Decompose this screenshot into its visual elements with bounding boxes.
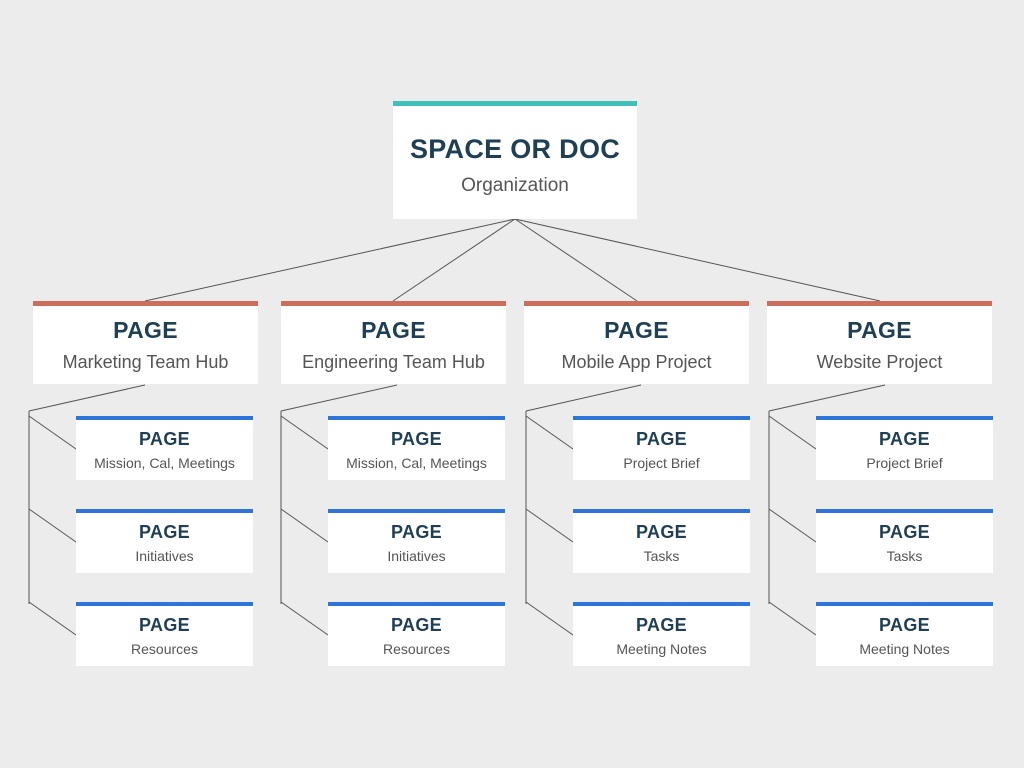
connector-line	[28, 508, 77, 543]
connector-line	[392, 218, 516, 302]
connector-line	[514, 218, 638, 302]
connector-line	[28, 384, 146, 412]
section-title: PAGE	[847, 317, 912, 343]
section-title: PAGE	[361, 317, 426, 343]
child-node[interactable]: PAGE Meeting Notes	[816, 602, 993, 666]
root-node[interactable]: SPACE OR DOC Organization	[393, 101, 637, 219]
child-node[interactable]: PAGE Project Brief	[816, 416, 993, 480]
child-title: PAGE	[879, 522, 930, 542]
root-title: SPACE OR DOC	[409, 134, 621, 164]
root-subtitle: Organization	[461, 175, 569, 196]
child-subtitle: Tasks	[886, 548, 923, 564]
child-node[interactable]: PAGE Mission, Cal, Meetings	[76, 416, 253, 480]
child-node[interactable]: PAGE Resources	[328, 602, 505, 666]
connector-line	[144, 218, 516, 302]
connector-line	[280, 415, 329, 450]
section-subtitle: Mobile App Project	[561, 352, 712, 372]
child-node[interactable]: PAGE Project Brief	[573, 416, 750, 480]
section-node-mobile-app-project[interactable]: PAGE Mobile App Project	[524, 301, 749, 384]
connector-line	[768, 601, 817, 636]
child-subtitle: Resources	[131, 641, 198, 657]
section-subtitle: Engineering Team Hub	[302, 352, 485, 372]
section-subtitle: Website Project	[816, 352, 943, 372]
child-title: PAGE	[139, 429, 190, 449]
connector-line	[768, 508, 817, 543]
child-subtitle: Mission, Cal, Meetings	[94, 455, 235, 471]
child-title: PAGE	[391, 615, 442, 635]
child-node[interactable]: PAGE Tasks	[816, 509, 993, 573]
connector-line	[525, 415, 574, 450]
child-subtitle: Meeting Notes	[616, 641, 707, 657]
child-title: PAGE	[139, 522, 190, 542]
child-subtitle: Initiatives	[135, 548, 194, 564]
child-title: PAGE	[636, 522, 687, 542]
child-title: PAGE	[636, 429, 687, 449]
connector-line	[768, 384, 886, 412]
section-title: PAGE	[113, 317, 178, 343]
connector-line	[28, 415, 77, 450]
child-title: PAGE	[636, 615, 687, 635]
section-node-marketing-team-hub[interactable]: PAGE Marketing Team Hub	[33, 301, 258, 384]
connector-line	[28, 601, 77, 636]
child-node[interactable]: PAGE Resources	[76, 602, 253, 666]
section-title: PAGE	[604, 317, 669, 343]
child-subtitle: Project Brief	[866, 455, 943, 471]
section-node-website-project[interactable]: PAGE Website Project	[767, 301, 992, 384]
child-subtitle: Meeting Notes	[859, 641, 950, 657]
connector-line	[514, 218, 881, 302]
connector-line	[280, 384, 398, 412]
connector-line	[280, 601, 329, 636]
connector-line	[280, 508, 329, 543]
child-node[interactable]: PAGE Initiatives	[76, 509, 253, 573]
child-subtitle: Initiatives	[387, 548, 446, 564]
section-node-engineering-team-hub[interactable]: PAGE Engineering Team Hub	[281, 301, 506, 384]
child-subtitle: Mission, Cal, Meetings	[346, 455, 487, 471]
child-title: PAGE	[879, 429, 930, 449]
section-subtitle: Marketing Team Hub	[62, 352, 229, 372]
child-title: PAGE	[391, 522, 442, 542]
child-node[interactable]: PAGE Mission, Cal, Meetings	[328, 416, 505, 480]
child-subtitle: Project Brief	[623, 455, 700, 471]
child-title: PAGE	[139, 615, 190, 635]
child-node[interactable]: PAGE Initiatives	[328, 509, 505, 573]
child-node[interactable]: PAGE Meeting Notes	[573, 602, 750, 666]
child-title: PAGE	[879, 615, 930, 635]
connector-line	[525, 601, 574, 636]
child-subtitle: Tasks	[643, 548, 680, 564]
connector-line	[768, 415, 817, 450]
connector-line	[525, 384, 642, 412]
connector-line	[525, 508, 574, 543]
child-title: PAGE	[391, 429, 442, 449]
child-subtitle: Resources	[383, 641, 450, 657]
child-node[interactable]: PAGE Tasks	[573, 509, 750, 573]
